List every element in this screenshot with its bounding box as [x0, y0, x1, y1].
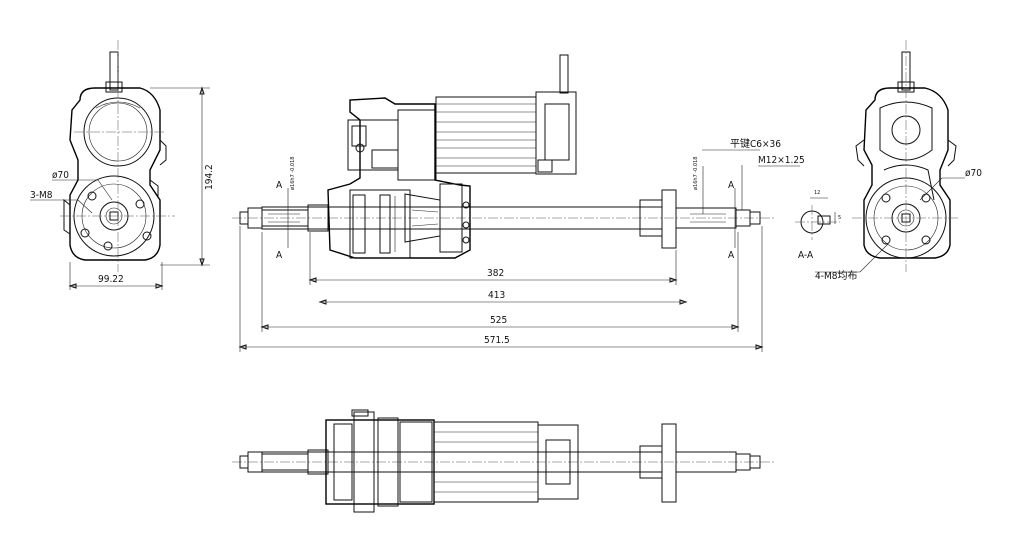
- fit-note-left: ø16h7 -0.018: [290, 157, 296, 190]
- label-diameter-right: ø70: [965, 168, 982, 179]
- dim-571-5: 571.5: [484, 335, 510, 346]
- section-label: A-A: [798, 250, 814, 261]
- label-diameter-left: ø70: [52, 170, 69, 181]
- section-mark-left-top: A: [276, 180, 283, 191]
- label-flat-key: 平键C6×36: [730, 137, 781, 150]
- section-dim-12: 12: [814, 190, 820, 196]
- fit-note-right: ø16h7 -0.018: [693, 157, 699, 190]
- label-bolts-right: 4-M8均布: [815, 270, 857, 282]
- section-a-a: [795, 197, 840, 240]
- front-view-assembly: [232, 54, 800, 352]
- section-mark-right-top: A: [728, 180, 735, 191]
- dim-413: 413: [488, 290, 505, 301]
- dim-side-height: 194.2: [204, 164, 215, 190]
- left-side-view: [30, 40, 210, 290]
- section-mark-left-bottom: A: [276, 250, 283, 261]
- dim-382: 382: [487, 268, 504, 279]
- dim-525: 525: [490, 315, 507, 326]
- label-bolts-left: 3-M8: [30, 190, 53, 201]
- top-view-assembly: [232, 409, 775, 513]
- section-mark-right-bottom: A: [728, 250, 735, 261]
- section-dim-5: 5: [838, 215, 841, 221]
- dim-side-width: 99.22: [98, 274, 124, 285]
- label-thread: M12×1.25: [758, 155, 805, 166]
- right-side-view: [815, 40, 965, 273]
